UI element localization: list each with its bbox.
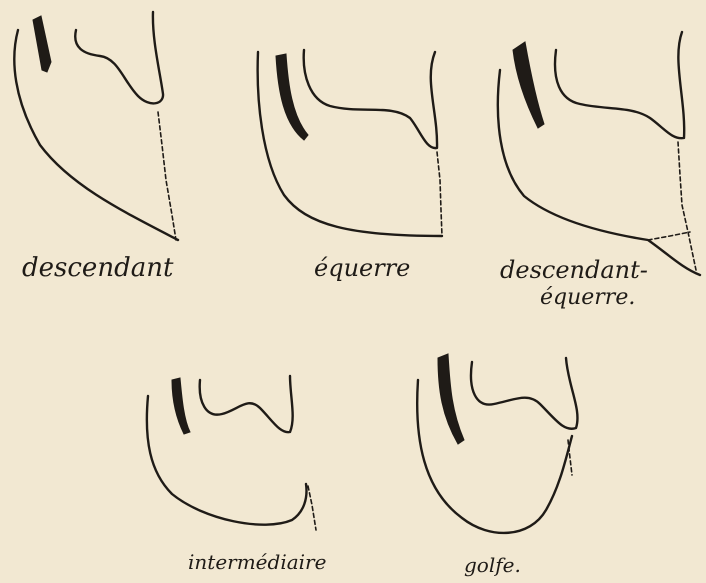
- label-intermediaire: intermédiaire: [188, 550, 326, 574]
- mark-descendant: [33, 16, 51, 72]
- label-descendant-equerre-line2: équerre.: [540, 285, 635, 310]
- figure-equerre: équerre: [258, 50, 442, 282]
- dash-descendant: [158, 112, 176, 240]
- figure-descendant-equerre: descendant- équerre.: [498, 32, 700, 310]
- notch-golfe: [471, 358, 577, 429]
- dash-horizontal-descendant-equerre: [648, 232, 690, 240]
- notch-equerre: [304, 50, 437, 148]
- label-equerre: équerre: [314, 254, 410, 282]
- mark-descendant-equerre: [513, 42, 544, 128]
- figure-golfe: golfe.: [417, 354, 577, 577]
- notch-intermediaire: [200, 376, 293, 432]
- mark-intermediaire: [172, 378, 190, 434]
- dash-equerre: [437, 152, 442, 236]
- dash-intermediaire: [308, 486, 316, 530]
- label-golfe: golfe.: [464, 553, 521, 577]
- label-descendant: descendant: [22, 253, 174, 283]
- outline-intermediaire: [147, 396, 307, 525]
- notch-descendant: [75, 12, 163, 103]
- label-descendant-equerre-line1: descendant-: [500, 256, 648, 284]
- mark-golfe: [438, 354, 464, 444]
- dash-vertical-descendant-equerre: [678, 142, 696, 270]
- figure-descendant: descendant: [14, 12, 178, 283]
- outline-descendant: [14, 30, 178, 240]
- figure-intermediaire: intermédiaire: [147, 376, 327, 574]
- notch-descendant-equerre: [555, 32, 684, 138]
